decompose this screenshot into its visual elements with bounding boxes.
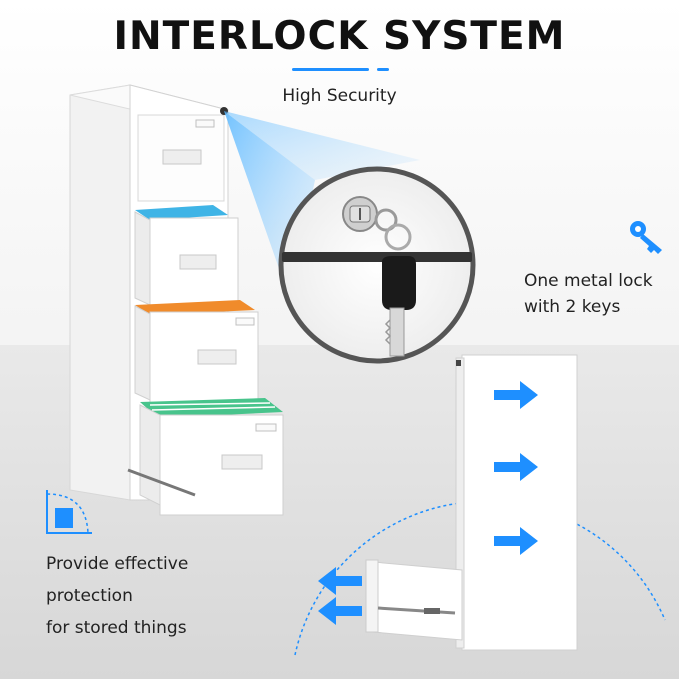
cabinet-drawer-1 xyxy=(134,205,239,309)
push-arrow-icon xyxy=(494,381,538,555)
lock-line-2: with 2 keys xyxy=(524,297,621,317)
cabinet-drawer-3 xyxy=(127,398,284,516)
cabinet-side-view xyxy=(365,354,578,651)
page-title: INTERLOCK SYSTEM xyxy=(113,14,566,59)
lock-zoom-circle xyxy=(278,166,476,364)
lock-description: One metal lock with 2 keys xyxy=(524,268,653,320)
protection-line-3: for stored things xyxy=(46,618,187,638)
protection-line-1: Provide effective xyxy=(46,554,189,574)
title-underline xyxy=(292,68,369,71)
pull-arrow-icon xyxy=(318,567,362,625)
cabinet-drawer-2 xyxy=(134,300,259,405)
zoom-beam-upper xyxy=(224,111,420,180)
title-underline-dot xyxy=(377,68,389,71)
protection-description: Provide effective protection for stored … xyxy=(46,548,188,644)
corner-square-icon xyxy=(46,490,92,534)
key-icon xyxy=(630,221,662,254)
page-subtitle: High Security xyxy=(282,86,397,106)
file-cabinet xyxy=(69,84,284,516)
protection-line-2: protection xyxy=(46,586,133,606)
lock-line-1: One metal lock xyxy=(524,271,653,291)
